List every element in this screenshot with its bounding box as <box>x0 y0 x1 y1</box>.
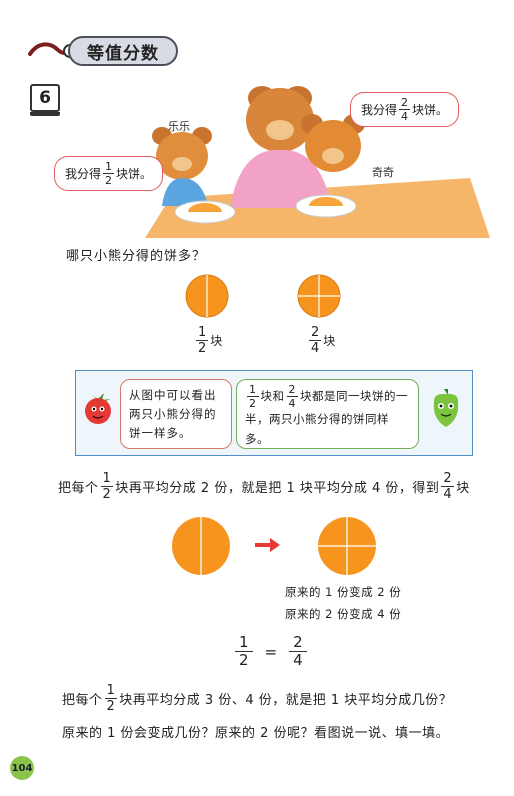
fraction-numerator: 2 <box>441 471 455 487</box>
section-number: 6 <box>30 84 60 116</box>
para1-part1: 把每个 <box>62 693 103 708</box>
fraction-numerator: 2 <box>309 325 322 341</box>
page-number: 104 <box>10 756 34 780</box>
line1-part2: 块再平均分成 2 份，就是把 1 块平均分成 4 份，得到 <box>115 481 440 496</box>
equals-sign: = <box>264 642 278 661</box>
circle-quarters <box>318 517 376 575</box>
right-arrow-icon <box>255 538 280 552</box>
tomato-character-icon <box>85 393 111 424</box>
pepper-character-icon <box>433 389 459 427</box>
paragraph-line-2: 原来的 1 份会变成几份？原来的 2 份呢？看图说一说、填一填。 <box>62 726 450 741</box>
header-pill: 等值分数 <box>68 36 178 66</box>
bear-name-lele: 乐乐 <box>168 120 190 133</box>
dialogue-left: 从图中可以看出两只小熊分得的饼一样多。 <box>120 379 232 449</box>
fraction-numerator: 1 <box>100 471 114 487</box>
note-line-2: 原来的 2 份变成 4 份 <box>285 607 402 621</box>
dialogue-right-text1: 块和 <box>260 389 285 403</box>
page-title: 等值分数 <box>87 43 159 64</box>
fraction-numerator: 1 <box>196 325 209 341</box>
bear-name-qiqi: 奇奇 <box>372 166 394 179</box>
fraction-denominator: 4 <box>443 487 453 502</box>
fraction-denominator: 4 <box>311 341 320 356</box>
cake-quarters <box>297 274 341 318</box>
fraction-numerator: 2 <box>289 634 307 652</box>
fraction-denominator: 4 <box>293 651 303 669</box>
fraction-denominator: 2 <box>102 487 112 502</box>
fraction-denominator: 2 <box>198 341 207 356</box>
fraction-denominator: 2 <box>106 699 116 714</box>
unit-label: 块 <box>323 334 336 348</box>
fraction-denominator: 2 <box>249 397 257 410</box>
bears-picture <box>145 86 490 238</box>
fraction-denominator: 4 <box>401 110 409 123</box>
note-line-1: 原来的 1 份变成 2 份 <box>285 585 402 599</box>
fraction-denominator: 4 <box>288 397 296 410</box>
fraction-denominator: 2 <box>105 174 113 187</box>
bubble-right-prefix: 我分得 <box>361 103 398 117</box>
question-text: 哪只小熊分得的饼多？ <box>66 249 207 264</box>
section-header: 等值分数 <box>28 34 178 68</box>
fraction-numerator: 1 <box>104 683 118 699</box>
para1-part2: 块再平均分成 3 份、4 份，就是把 1 块平均分成几份？ <box>119 693 453 708</box>
bubble-left-prefix: 我分得 <box>65 167 102 181</box>
unit-label: 块 <box>210 334 223 348</box>
fraction-numerator: 1 <box>103 160 115 174</box>
bubble-right-suffix: 块饼。 <box>412 103 449 117</box>
line1-part1: 把每个 <box>58 481 99 496</box>
fraction-numerator: 2 <box>286 383 298 397</box>
dialogue-right-text2: 块都是同一块饼的一半，两只小熊分得的饼同样多。 <box>245 389 408 446</box>
fraction-numerator: 1 <box>235 634 253 652</box>
cake-halves <box>185 274 229 318</box>
fraction-numerator: 2 <box>399 96 411 110</box>
fraction-numerator: 1 <box>247 383 259 397</box>
line1-part3: 块 <box>456 481 470 496</box>
circle-halves <box>172 517 230 575</box>
bubble-left-suffix: 块饼。 <box>116 167 153 181</box>
fraction-denominator: 2 <box>239 651 249 669</box>
